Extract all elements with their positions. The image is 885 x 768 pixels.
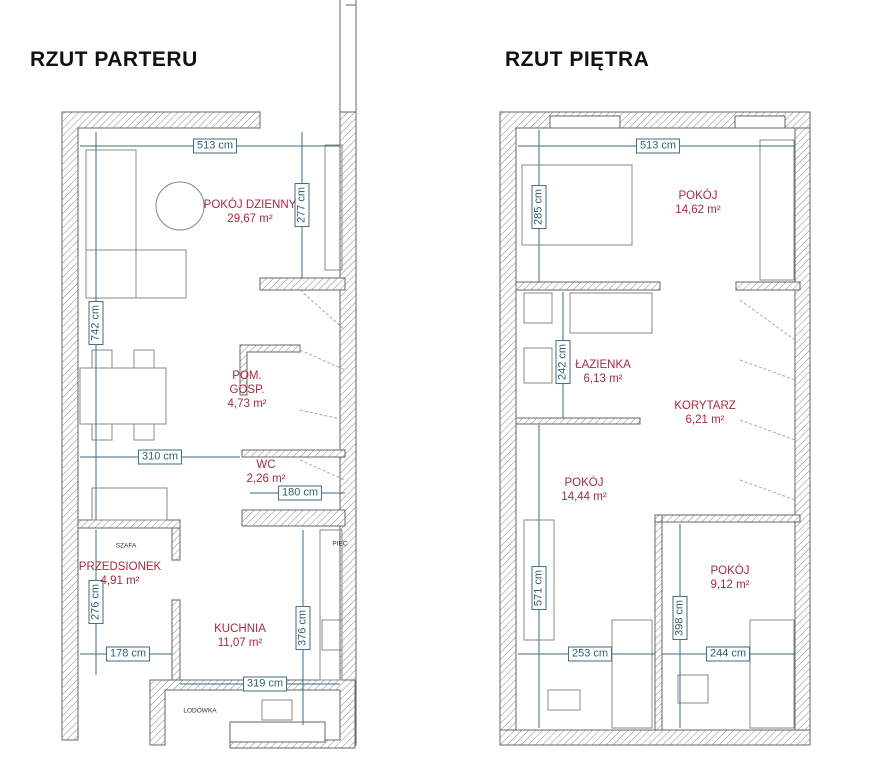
dimension-label: 513 cm <box>192 138 238 154</box>
ground-floor-furniture <box>79 144 346 721</box>
upper-floor-walls <box>499 111 811 746</box>
dimension-label: 180 cm <box>277 485 323 501</box>
ground-floor-walls <box>61 0 357 749</box>
dimension-label: 244 cm <box>705 646 751 662</box>
dimension-label: 571 cm <box>531 565 547 611</box>
fridge-label: LODÓWKA <box>183 707 217 715</box>
dimension-label: 242 cm <box>555 339 571 385</box>
upper-floor-title: RZUT PIĘTRA <box>505 48 650 71</box>
oven-label: PIEC <box>332 540 348 548</box>
dimension-label: 742 cm <box>88 300 104 346</box>
dimension-label: 376 cm <box>295 605 311 651</box>
dimension-label: 253 cm <box>567 646 613 662</box>
dimension-label: 277 cm <box>294 182 310 228</box>
dimension-label: 310 cm <box>137 449 183 465</box>
ground-floor-title: RZUT PARTERU <box>30 48 198 71</box>
dimension-label: 398 cm <box>672 595 688 641</box>
wardrobe-label: SZAFA <box>115 542 137 550</box>
room-label-utility-room: POM.GOSP.4,73 m² <box>227 370 267 410</box>
dimension-label: 178 cm <box>105 646 151 662</box>
dimension-label: 285 cm <box>531 184 547 230</box>
dimension-label: 513 cm <box>635 138 681 154</box>
dimension-label: 319 cm <box>242 676 288 692</box>
